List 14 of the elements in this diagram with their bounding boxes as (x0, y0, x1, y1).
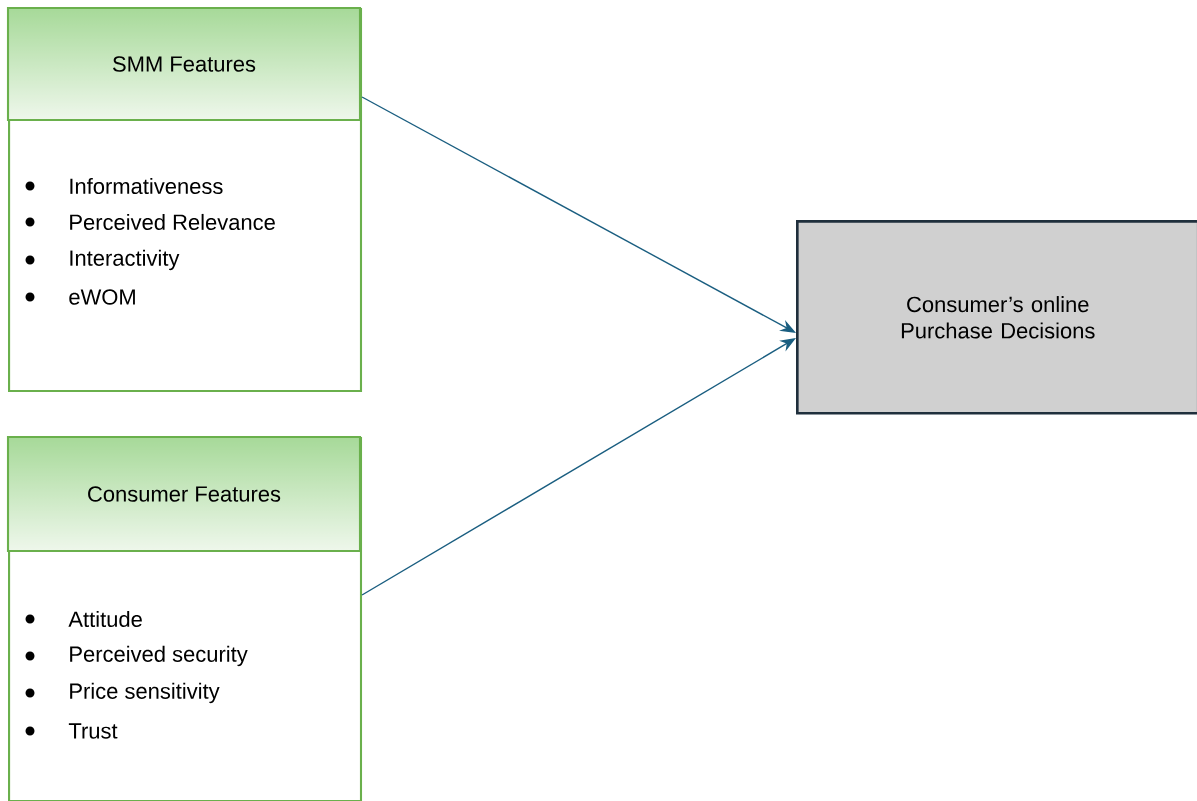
bullet-item: Interactivity (25, 249, 180, 271)
feature-box (6, 6, 363, 393)
arrow (361, 338, 796, 596)
bullet-item: Perceived Relevance (25, 213, 275, 231)
header-text: SMM Features (113, 56, 256, 72)
bullet-item: Price sensitivity (25, 682, 220, 704)
outcome-box: Consumer’s online Purchase Decisions (796, 220, 1197, 415)
header-text: Consumer Features (88, 486, 281, 502)
feature-box (6, 435, 363, 801)
bullet-item: Informativeness (25, 177, 223, 195)
bullet-item: Attitude (25, 610, 142, 628)
bullet-item: Perceived security (25, 645, 248, 667)
bullet-item: Trust (25, 723, 118, 739)
bullet-item: eWOM (25, 289, 135, 305)
